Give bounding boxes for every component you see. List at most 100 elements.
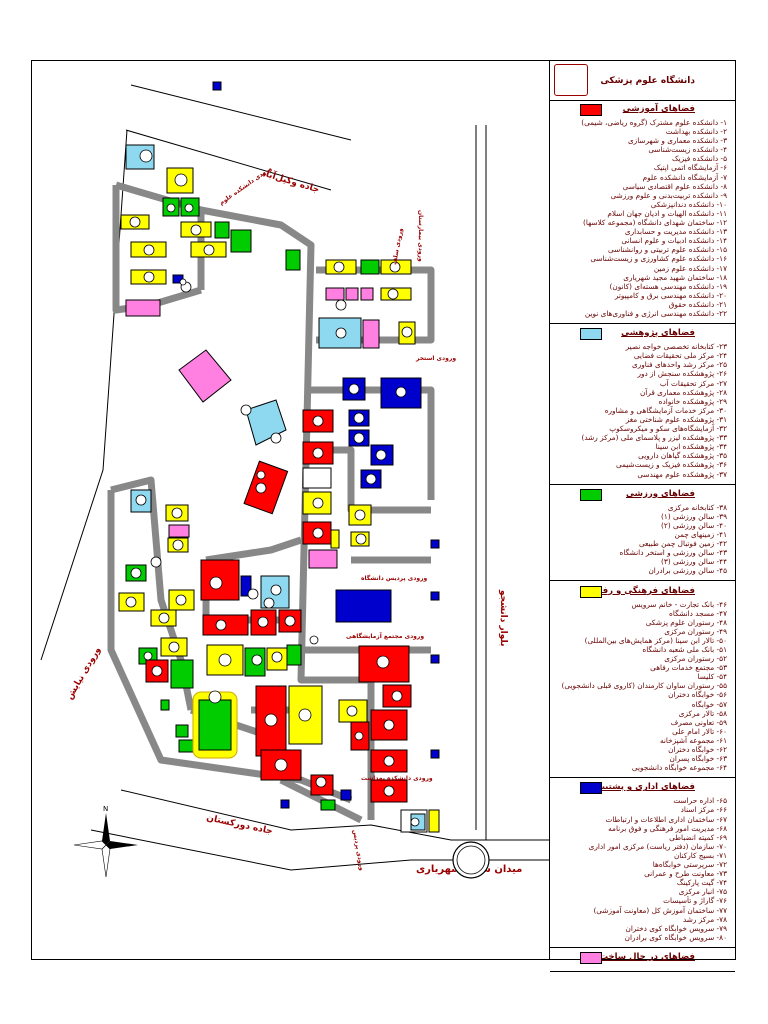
legend-item: ۵۳- مجتمع خدمات رفاهی — [650, 663, 727, 673]
street-south: جاده دورکستان — [205, 813, 273, 837]
legend-item: ۳۰- مرکز خدمات آزمایشگاهی و مشاوره — [604, 405, 727, 415]
legend-item: ۶۴- مجموعه خوابگاه دانشجویی — [631, 763, 727, 773]
legend-item: ۵۷- خوابگاه — [691, 699, 727, 709]
legend-item: ۲۹- پژوهشکده خانواده — [658, 396, 727, 406]
legend-item: ۲۸- پژوهشکده معماری قرآن — [639, 387, 727, 397]
legend-item: ۲۵- مرکز رشد واحدهای فناوری — [631, 360, 727, 370]
legend-item: ۵- دانشکده فیزیک — [672, 154, 727, 164]
legend-item: ۷۷- ساختمان آموزش کل (معاونت آموزشی) — [593, 905, 727, 915]
legend-item: ۵۹- تعاونی مصرف — [670, 717, 727, 727]
legend-section-title: فضاهای پژوهشی — [621, 328, 695, 339]
legend-item: ۱- دانشکده علوم مشترک (گروه ریاضی، شیمی) — [581, 118, 727, 127]
legend-swatch — [580, 488, 602, 501]
legend-item: ۷۸- مرکز رشد — [682, 914, 727, 924]
legend-item: ۲۰- دانشکده مهندسی برق و کامپیوتر — [614, 290, 727, 300]
entry-north: ورودی دانشکده علوم — [218, 165, 273, 207]
legend-item: ۲۱- دانشکده حقوق — [668, 299, 727, 309]
legend-item: ۱۲- ساختمان شهدای دانشگاه (مجموعه کلاسها… — [583, 218, 727, 228]
legend-swatch — [580, 782, 602, 795]
legend-item: ۷۹- سرویس خوابگاه کوی دختران — [625, 923, 728, 933]
legend-item: ۳۹- سالن ورزشی (۱) — [661, 511, 727, 521]
entry-campus: ورودی پردیس دانشگاه — [361, 574, 428, 582]
legend-item: ۵۱- بانک ملی شعبه دانشگاه — [642, 644, 727, 654]
legend-section-culture: فضاهای فرهنگی و رفاهی ۴۶- بانک تجارت - خا… — [550, 582, 735, 779]
legend-item: ۷۶- گاراژ و تأسیسات — [663, 896, 727, 906]
legend-item: ۴۶- بانک تجارت - خانم سرویس — [631, 599, 728, 609]
legend-item: ۱۰- دانشکده دندانپزشکی — [650, 199, 727, 209]
legend-item: ۴۳- سالن ورزشی و استخر دانشگاه — [619, 548, 727, 558]
legend-section-header: فضاهای آموزشی — [550, 100, 735, 118]
legend-item: ۳- دانشکده معماری و شهرسازی — [627, 136, 727, 146]
legend-swatch — [580, 104, 602, 116]
legend-item: ۲۳- کتابخانه تخصصی خواجه نصیر — [625, 342, 727, 352]
map-frame — [31, 60, 736, 960]
legend-item: ۴۱- زمینهای چمن — [674, 529, 727, 539]
legend-item: ۷۲- سرپرستی خوابگاه‌ها — [652, 860, 727, 870]
legend-swatch — [580, 328, 602, 341]
legend-header: دانشگاه علوم پزشکی — [550, 60, 735, 101]
legend-item: ۳۴- پژوهشکده ابن سینا — [655, 442, 727, 452]
street-west: ورودی نیایش — [65, 645, 103, 701]
legend-section-construction: فضاهای در حال ساخت — [550, 948, 735, 972]
legend-section-title: فضاهای اداری و پشتیبانی — [586, 782, 695, 793]
legend-item: ۶۲- خوابگاه دختران — [668, 745, 727, 754]
north-arrow-icon: N — [73, 805, 138, 878]
legend-item: ۶۸- مدیریت امور فرهنگی و فوق برنامه — [608, 823, 727, 833]
legend-item: ۱۶- دانشکده علوم کشاورزی و زیست‌شناسی — [590, 254, 727, 264]
legend-item: ۳۱- پژوهشکده علوم شناختی مغز — [625, 414, 727, 424]
legend-section-header: فضاهای ورزشی — [550, 485, 735, 503]
compass-n: N — [103, 805, 108, 813]
entry-north2: ورودی بیمارستان — [417, 210, 424, 262]
legend-item: ۴۰- سالن ورزشی (۲) — [661, 520, 727, 530]
legend-item: ۵۴- کلیسا — [697, 672, 727, 682]
legend-item: ۱۵- دانشکده علوم تربیتی و روانشناسی — [608, 245, 727, 255]
university-logo-icon — [554, 64, 588, 96]
legend-item: ۵۲- رستوران مرکزی — [664, 654, 727, 664]
legend-swatch — [580, 585, 602, 598]
legend-item: ۱۳- دانشکده مدیریت و حسابداری — [624, 227, 727, 237]
legend-section-research: فضاهای پژوهشی ۲۳- کتابخانه تخصصی خواجه نص… — [550, 324, 735, 485]
legend-item: ۳۵- پژوهشکده گیاهان دارویی — [638, 451, 727, 461]
legend-item: ۳۸- کتابخانه مرکزی — [667, 502, 727, 512]
legend-item: ۱۸- ساختمان شهید مجید شهریاری — [623, 272, 727, 282]
legend-item: ۲۴- مرکز ملی تحقیقات فضایی — [633, 351, 727, 361]
legend-item: ۷۴- گیت پارکینگ — [676, 878, 727, 888]
legend-swatch — [580, 952, 602, 964]
legend-section-title: فضاهای ورزشی — [626, 488, 695, 499]
entry-health: ورودی دانشکده بهداشت — [361, 775, 433, 782]
roundabout — [452, 841, 490, 879]
legend-item: ۷۵- انبار مرکزی — [678, 887, 727, 897]
legend-section-header: فضاهای فرهنگی و رفاهی — [550, 582, 735, 600]
legend-item: ۶۶- مرکز اسناد — [680, 805, 727, 815]
legend-item: ۴۲- زمین فوتبال چمن طبیعی — [638, 539, 727, 549]
legend-item: ۴۵- سالن ورزشی برادران — [648, 566, 727, 576]
legend-item: ۱۴- دانشکده ادبیات و علوم انسانی — [621, 236, 727, 246]
legend-item: ۶- آزمایشگاه اتمی اپتیک — [653, 163, 727, 173]
entry-lab: ورودی مجتمع آزمایشگاهی — [346, 631, 424, 640]
legend-item: ۳۲- آزمایشگاه‌های سکو و میکروسکوپ — [609, 424, 727, 434]
legend-item: ۵۰- تالار ابن سینا (مرکز همایش‌های بین‌ا… — [584, 635, 727, 645]
legend-item: ۴۴- سالن ورزشی (۳) — [661, 557, 727, 567]
legend-section-header: فضاهای اداری و پشتیبانی — [550, 778, 735, 796]
legend-item: ۱۹- دانشکده مهندسی هسته‌ای (کانون) — [609, 281, 727, 291]
legend-item: ۱۷- دانشکده علوم زمین — [653, 263, 727, 273]
legend-title: دانشگاه علوم پزشکی — [600, 76, 695, 86]
legend-item: ۳۳- پژوهشکده لیزر و پلاسمای ملی (مرکز رش… — [581, 433, 728, 443]
legend-item: ۷۳- معاونت طرح و عمرانی — [644, 869, 727, 879]
legend-item: ۶۱- مجموعه آشپزخانه — [659, 735, 727, 745]
legend-item: ۷- آزمایشگاه دانشکده علوم — [642, 172, 727, 182]
legend-item: ۳۶- پژوهشکده فیزیک و زیست‌شیمی — [615, 460, 727, 470]
legend-item: ۸۰- سرویس خوابگاه کوی برادران — [624, 932, 727, 942]
entry-pool: ورودی استخر — [415, 355, 456, 362]
legend-item: ۵۸- تالار مرکزی — [678, 708, 727, 718]
legend-item: ۲۲- دانشکده مهندسی انرژی و فناوری‌های نو… — [584, 308, 727, 318]
legend-item: ۶۷- ساختمان اداری اطلاعات و ارتباطات — [605, 814, 727, 824]
legend-section-header: فضاهای پژوهشی — [550, 324, 735, 342]
legend-section-title: فضاهای در حال ساخت — [599, 952, 695, 962]
legend-item: ۸- دانشکده علوم اقتصادی سیاسی — [622, 181, 727, 191]
street-east: بلوار دانشجو — [498, 589, 508, 646]
legend-section-title: فضاهای فرهنگی و رفاهی — [584, 585, 695, 596]
legend-item: ۶۹- کمیته انضباطی — [669, 832, 727, 842]
